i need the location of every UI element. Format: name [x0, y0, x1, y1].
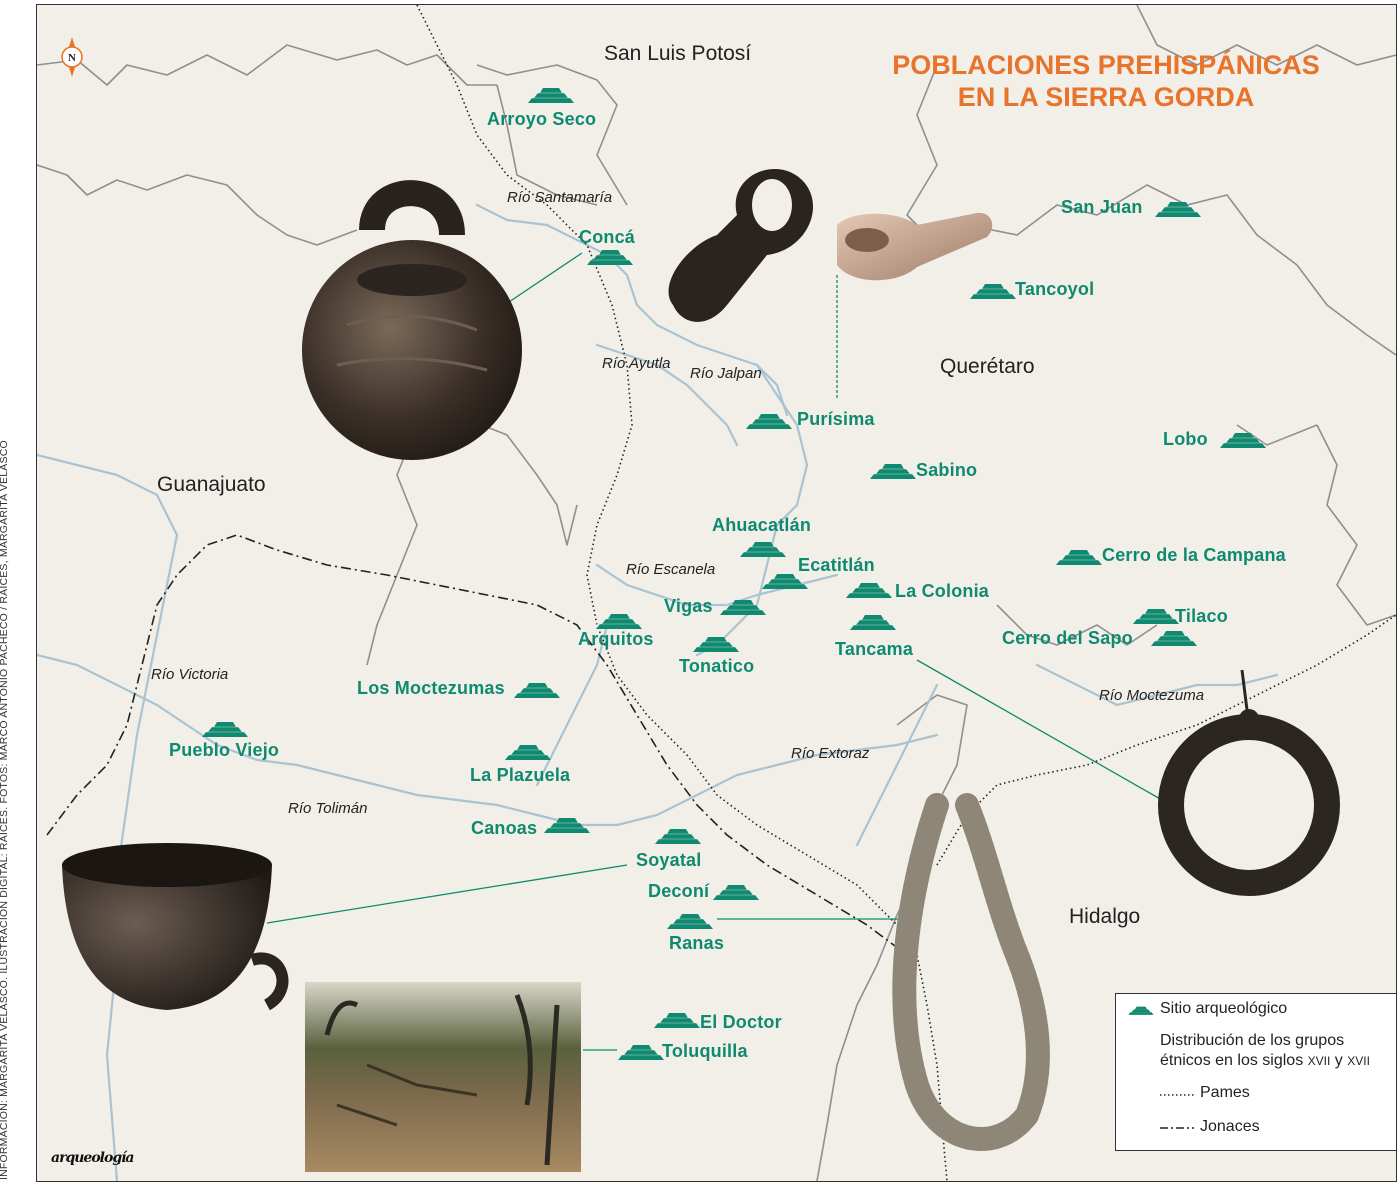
legend-distribution-line2: étnicos en los siglos xvii y xvii — [1160, 1052, 1370, 1070]
legend-jonaces-line-icon — [1160, 1127, 1194, 1129]
site-label-soyatal: Soyatal — [636, 850, 702, 870]
publisher-logo: arqueología — [51, 1150, 134, 1166]
river-label-victoria: Río Victoria — [151, 666, 229, 683]
legend: Sitio arqueológico Distribución de los g… — [1115, 993, 1396, 1151]
legend-pames-label: Pames — [1200, 1084, 1250, 1101]
site-label-purisima: Purísima — [797, 409, 875, 429]
site-label-tonatico: Tonatico — [679, 656, 755, 676]
site-label-cerro-campana: Cerro de la Campana — [1102, 545, 1286, 565]
site-label-san-juan: San Juan — [1061, 197, 1143, 217]
river-label-toliman: Río Tolimán — [288, 800, 368, 817]
river-label-santamaria: Río Santamaría — [507, 189, 613, 206]
site-label-la-plazuela: La Plazuela — [470, 765, 571, 785]
river-label-extoraz: Río Extoraz — [791, 745, 870, 762]
legend-conj: y — [1334, 1052, 1343, 1069]
site-label-la-colonia: La Colonia — [895, 581, 990, 601]
site-label-el-doctor: El Doctor — [700, 1012, 782, 1032]
site-label-cerro-sapo: Cerro del Sapo — [1002, 628, 1133, 648]
state-borders — [37, 5, 1396, 1181]
map-frame: N — [36, 4, 1397, 1182]
map-title-line2: EN LA SIERRA GORDA — [957, 82, 1255, 112]
rivers — [37, 203, 1279, 1181]
site-label-ahuacatlan: Ahuacatlán — [712, 515, 812, 535]
site-label-los-moctezumas: Los Moctezumas — [357, 678, 505, 698]
site-label-arroyo-seco: Arroyo Seco — [487, 109, 597, 129]
site-label-arquitos: Arquitos — [578, 629, 654, 649]
state-label-hgo: Hidalgo — [1069, 905, 1141, 928]
legend-century-2: xvii — [1347, 1054, 1370, 1068]
legend-pyramid-icon — [1128, 1006, 1154, 1015]
legend-pames-line-icon — [1160, 1094, 1194, 1096]
vessel-illustration — [302, 180, 522, 460]
river-label-escanela: Río Escanela — [626, 561, 716, 578]
cup-illustration — [62, 843, 289, 1011]
site-label-toluquilla: Toluquilla — [662, 1041, 748, 1061]
site-label-vigas: Vigas — [664, 596, 713, 616]
leader-lines — [266, 252, 1163, 1051]
map-canvas: N — [37, 5, 1396, 1181]
map-title-line1: POBLACIONES PREHISPÁNICAS — [892, 50, 1320, 80]
compass-label: N — [68, 52, 76, 64]
river-label-ayutla: Río Ayutla — [602, 355, 671, 372]
legend-century-1: xvii — [1307, 1054, 1331, 1068]
compass-icon — [61, 37, 83, 77]
site-label-deconi: Deconí — [648, 881, 710, 901]
state-label-slp: San Luis Potosí — [604, 42, 752, 65]
bead-necklace-illustration — [892, 793, 1050, 1151]
river-label-jalpan: Río Jalpan — [690, 365, 762, 382]
site-label-ecatitlan: Ecatitlán — [798, 555, 875, 575]
pipe-clay-illustration — [837, 212, 993, 281]
site-label-pueblo-viejo: Pueblo Viejo — [169, 740, 280, 760]
site-label-tancama: Tancama — [835, 639, 914, 659]
legend-distribution-line1: Distribución de los grupos — [1160, 1032, 1345, 1049]
site-label-conca: Concá — [579, 227, 636, 247]
site-label-canoas: Canoas — [471, 818, 538, 838]
site-label-tancoyol: Tancoyol — [1015, 279, 1095, 299]
map-title: POBLACIONES PREHISPÁNICAS EN LA SIERRA G… — [865, 49, 1347, 113]
image-credit: INFORMACIÓN: MARGARITA VELASCO. ILUSTRAC… — [0, 440, 10, 1180]
legend-distribution-text: étnicos en los siglos — [1160, 1052, 1304, 1069]
site-label-sabino: Sabino — [916, 460, 978, 480]
state-label-qro: Querétaro — [940, 355, 1035, 378]
site-label-lobo: Lobo — [1163, 429, 1208, 449]
pipe-black-illustration — [668, 168, 814, 322]
site-photograph — [305, 982, 581, 1172]
river-label-moctezuma: Río Moctezuma — [1099, 687, 1205, 704]
jonaces-boundary — [46, 534, 908, 956]
site-label-ranas: Ranas — [669, 933, 725, 953]
ring-pendant-illustration — [1158, 669, 1340, 896]
state-label-gto: Guanajuato — [157, 473, 266, 496]
legend-site-label: Sitio arqueológico — [1160, 1000, 1288, 1017]
legend-jonaces-label: Jonaces — [1200, 1118, 1260, 1135]
site-label-tilaco: Tilaco — [1175, 606, 1228, 626]
